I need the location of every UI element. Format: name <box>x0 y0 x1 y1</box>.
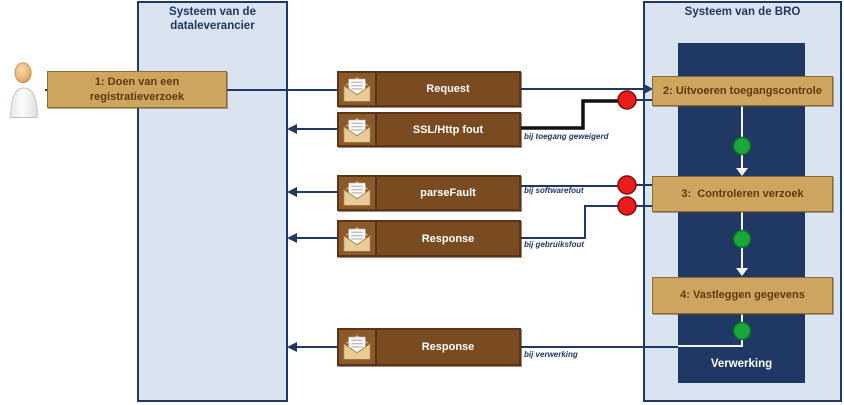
step-label: 1: Doen van een registratieverzoek <box>89 76 185 103</box>
actor-dataleverancier <box>2 56 45 119</box>
step-box-4: 4: Vastleggen gegevens <box>652 277 833 314</box>
step-box-1: 1: Doen van een registratieverzoek <box>47 71 227 108</box>
message-box-response-verwerking: Response <box>337 328 521 366</box>
envelope-icon <box>339 177 377 209</box>
envelope-icon <box>339 73 377 105</box>
error-node <box>617 175 637 195</box>
step-label: 3: Controleren verzoek <box>681 187 804 200</box>
lane-dataleverancier <box>137 1 288 402</box>
condition-toegang-geweigerd: bij toegang geweigerd <box>524 132 609 141</box>
message-lines <box>38 88 678 348</box>
step-label: 2: Uitvoeren toegangscontrole <box>663 84 822 97</box>
message-label: Response <box>421 232 475 245</box>
message-label: parseFault <box>420 187 476 199</box>
success-node <box>732 321 752 341</box>
message-label: SSL/Http fout <box>412 123 484 136</box>
success-nodes <box>732 136 752 341</box>
success-node <box>732 136 752 156</box>
message-label: Request <box>426 83 470 95</box>
envelope-icon <box>339 330 377 364</box>
access-denied-path <box>521 99 620 130</box>
message-box-response-afkeur: Response <box>337 220 521 257</box>
message-box-parsefault: parseFault <box>337 175 521 211</box>
message-arrowheads <box>287 84 653 352</box>
message-box-request: Request <box>337 71 521 107</box>
success-node <box>732 229 752 249</box>
step-box-3: 3: Controleren verzoek <box>652 176 833 212</box>
error-node <box>617 90 637 110</box>
condition-gebruiksfout: bij gebruiksfout <box>524 240 584 249</box>
message-box-ssl-http-fout: SSL/Http fout <box>337 112 521 147</box>
lane-dataleverancier-title: Systeem van de dataleverancier <box>169 6 256 33</box>
condition-verwerking: bij verwerking <box>524 350 578 359</box>
error-node <box>617 196 637 216</box>
envelope-icon <box>339 114 377 145</box>
step-box-2: 2: Uitvoeren toegangscontrole <box>652 76 833 106</box>
person-icon <box>9 61 38 118</box>
lane-bro-title: Systeem van de BRO <box>684 6 801 18</box>
processing-label: Verwerking <box>710 358 773 370</box>
step-label: 4: Vastleggen gegevens <box>680 289 805 302</box>
flow-arrowheads <box>736 168 748 276</box>
envelope-icon <box>339 222 377 255</box>
condition-softwarefout: bij softwarefout <box>524 186 584 195</box>
message-label: Response <box>421 341 475 353</box>
error-nodes <box>617 90 637 216</box>
